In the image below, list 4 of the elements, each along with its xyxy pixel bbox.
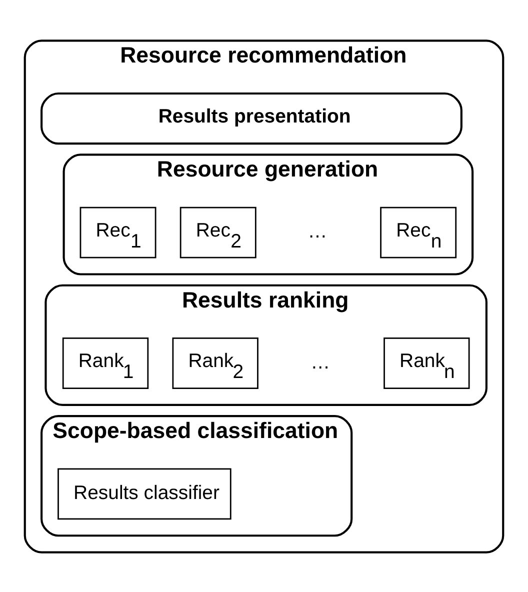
label: …	[308, 220, 328, 242]
label: …	[310, 350, 330, 373]
node-box: Results classifier	[58, 468, 232, 520]
node-box: Results presentation	[40, 92, 462, 144]
